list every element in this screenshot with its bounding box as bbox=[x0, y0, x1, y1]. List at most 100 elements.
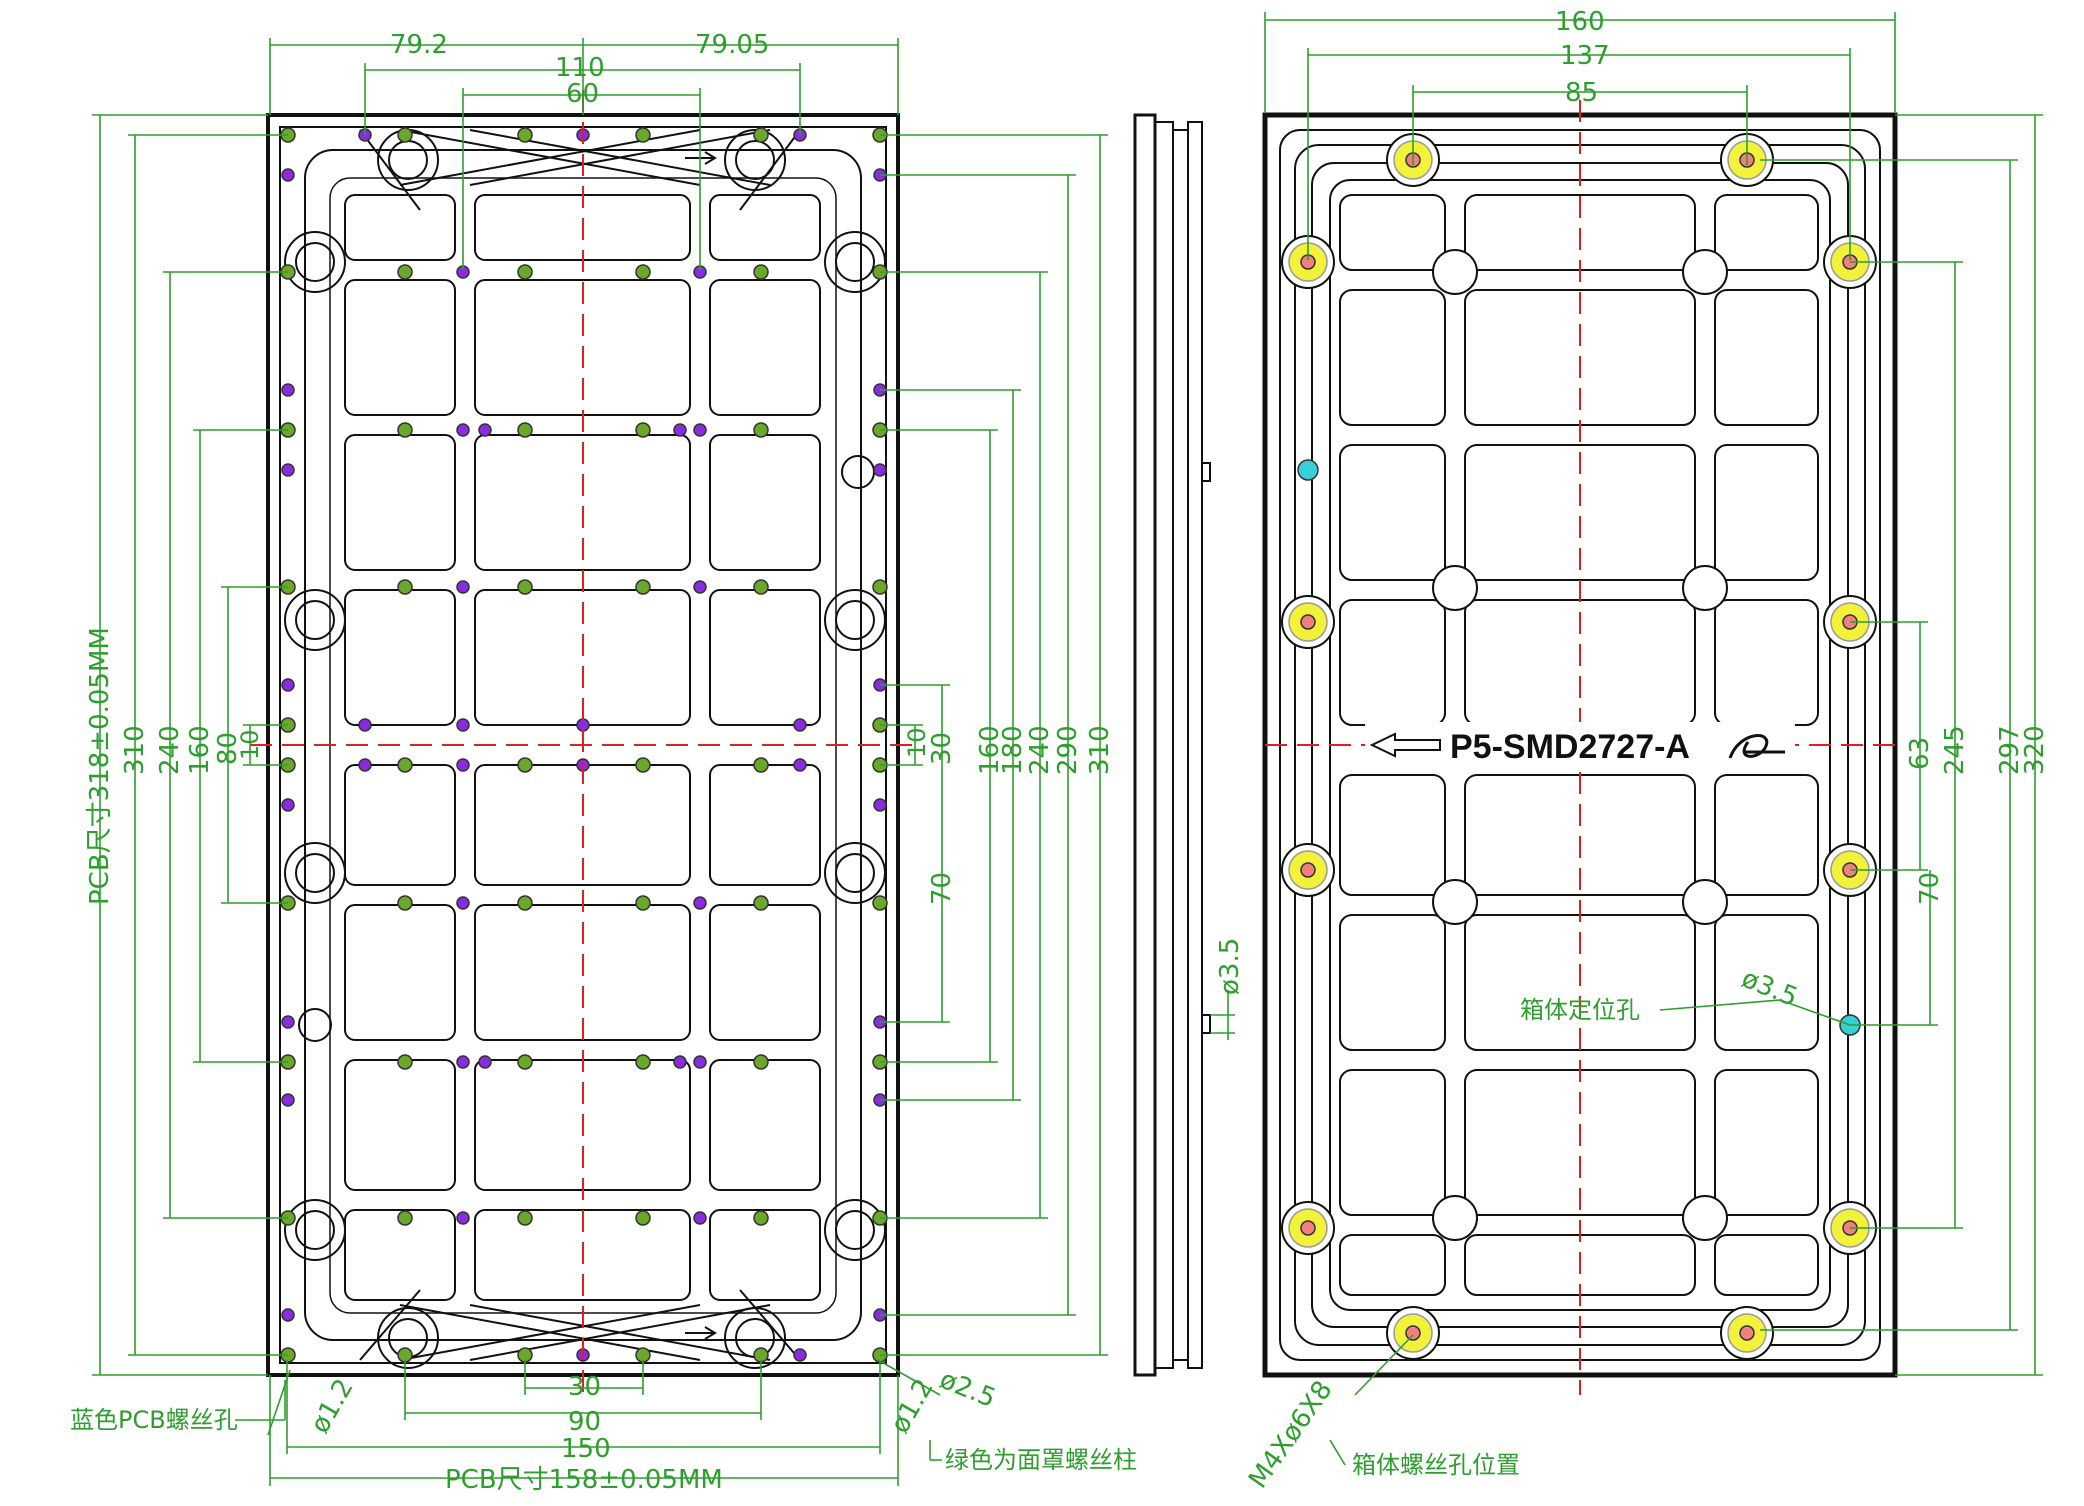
rear-cell bbox=[1339, 774, 1446, 896]
boss-hole bbox=[835, 600, 875, 640]
rear-dim-160: 160 bbox=[1555, 7, 1605, 37]
dim-right-10: 10 bbox=[903, 727, 931, 758]
mask-post-hole bbox=[635, 422, 651, 438]
pcb-screw-hole bbox=[693, 896, 707, 910]
pcb-screw-hole bbox=[793, 1348, 807, 1362]
mask-post-hole bbox=[635, 1347, 651, 1363]
diam-left-1-2: ø1.2 bbox=[305, 1374, 360, 1439]
mask-post-hole bbox=[517, 422, 533, 438]
rear-cell bbox=[1714, 1069, 1819, 1216]
model-label: P5-SMD2727-A bbox=[1450, 728, 1690, 766]
mask-post-hole bbox=[397, 757, 413, 773]
front-aux-hole bbox=[298, 1008, 332, 1042]
pcb-screw-hole bbox=[281, 1015, 295, 1029]
pcb-screw-hole bbox=[358, 758, 372, 772]
mask-post-hole bbox=[635, 264, 651, 280]
rear-dim-320: 320 bbox=[2020, 725, 2050, 775]
boss-hole bbox=[295, 242, 335, 282]
dim-79-2: 79.2 bbox=[390, 30, 448, 60]
mask-post-hole bbox=[753, 422, 769, 438]
mask-post-hole bbox=[517, 579, 533, 595]
mask-post-hole bbox=[753, 579, 769, 595]
rear-boss-hole bbox=[1432, 879, 1478, 925]
rear-cell bbox=[1714, 599, 1819, 726]
mask-post-hole bbox=[635, 895, 651, 911]
mask-post-hole bbox=[517, 895, 533, 911]
rear-dim-297: 297 bbox=[1995, 725, 2025, 775]
front-cell bbox=[709, 434, 821, 571]
rear-cell bbox=[1714, 289, 1819, 426]
pcb-screw-hole bbox=[693, 1055, 707, 1069]
boss-hole bbox=[295, 1210, 335, 1250]
dim-30: 30 bbox=[568, 1372, 601, 1402]
note-blue-pcb-holes: 蓝色PCB螺丝孔 bbox=[70, 1406, 238, 1434]
pcb-screw-hole bbox=[456, 423, 470, 437]
mask-post-hole bbox=[517, 1054, 533, 1070]
mask-post-hole bbox=[397, 1210, 413, 1226]
note-green-mask-posts: 绿色为面罩螺丝柱 bbox=[945, 1446, 1137, 1474]
mount-screw-hole bbox=[1739, 1325, 1755, 1341]
rear-dim-137: 137 bbox=[1560, 41, 1610, 71]
rear-cell bbox=[1714, 444, 1819, 581]
pcb-screw-hole bbox=[456, 718, 470, 732]
rear-cell bbox=[1339, 1069, 1446, 1216]
rear-cell bbox=[1339, 444, 1446, 581]
diam-right-1-2: ø1.2 bbox=[885, 1374, 940, 1439]
dim-right-290: 290 bbox=[1053, 725, 1083, 775]
rear-cell bbox=[1339, 599, 1446, 726]
pcb-screw-hole bbox=[673, 423, 687, 437]
pcb-screw-hole bbox=[576, 718, 590, 732]
front-cell bbox=[344, 434, 456, 571]
pcb-screw-hole bbox=[456, 1055, 470, 1069]
dim-left-160: 160 bbox=[185, 725, 215, 775]
mask-post-hole bbox=[872, 895, 888, 911]
mount-screw-hole bbox=[1405, 1325, 1421, 1341]
pcb-screw-hole bbox=[873, 463, 887, 477]
boss-hole bbox=[835, 242, 875, 282]
mask-post-hole bbox=[397, 1347, 413, 1363]
pcb-screw-hole bbox=[456, 1211, 470, 1225]
front-cell bbox=[709, 764, 821, 886]
mount-screw-hole bbox=[1300, 614, 1316, 630]
boss-hole bbox=[295, 853, 335, 893]
boss-hole bbox=[835, 853, 875, 893]
mask-post-hole bbox=[753, 1210, 769, 1226]
boss-outer-ring bbox=[284, 589, 346, 651]
rear-cell bbox=[1339, 194, 1446, 271]
front-view bbox=[250, 90, 915, 1395]
dim-left-10: 10 bbox=[236, 729, 264, 760]
dim-60: 60 bbox=[566, 79, 599, 109]
rear-boss-hole bbox=[1682, 1195, 1728, 1241]
dim-right-240: 240 bbox=[1025, 725, 1055, 775]
mask-post-hole bbox=[635, 1210, 651, 1226]
mask-post-hole bbox=[517, 127, 533, 143]
mask-post-hole bbox=[753, 1054, 769, 1070]
front-cell bbox=[344, 194, 456, 261]
mask-post-hole bbox=[517, 757, 533, 773]
mask-post-hole bbox=[753, 757, 769, 773]
pcb-width-label: PCB尺寸158±0.05MM bbox=[445, 1465, 723, 1495]
front-cell bbox=[344, 1059, 456, 1191]
boss-outer-ring bbox=[824, 1199, 886, 1261]
rear-diam-3-5: ø3.5 bbox=[1737, 964, 1801, 1013]
front-cell bbox=[709, 194, 821, 261]
pcb-screw-hole bbox=[281, 168, 295, 182]
dim-left-310: 310 bbox=[120, 725, 150, 775]
rear-boss-hole bbox=[1432, 1195, 1478, 1241]
front-hole-markers bbox=[280, 127, 888, 1363]
pcb-screw-hole bbox=[693, 1211, 707, 1225]
side-step-3 bbox=[1187, 121, 1203, 1369]
rear-boss-hole bbox=[1682, 879, 1728, 925]
mask-post-hole bbox=[753, 264, 769, 280]
front-aux-hole bbox=[841, 455, 875, 489]
rear-dim-70: 70 bbox=[1915, 872, 1945, 905]
side-step-2 bbox=[1172, 129, 1189, 1361]
pcb-screw-hole bbox=[456, 758, 470, 772]
mask-post-hole bbox=[517, 1347, 533, 1363]
dim-right-70: 70 bbox=[927, 872, 957, 905]
dim-110: 110 bbox=[555, 53, 605, 83]
pcb-screw-hole bbox=[693, 423, 707, 437]
side-body bbox=[1133, 113, 1157, 1377]
rear-boss-hole bbox=[1432, 249, 1478, 295]
